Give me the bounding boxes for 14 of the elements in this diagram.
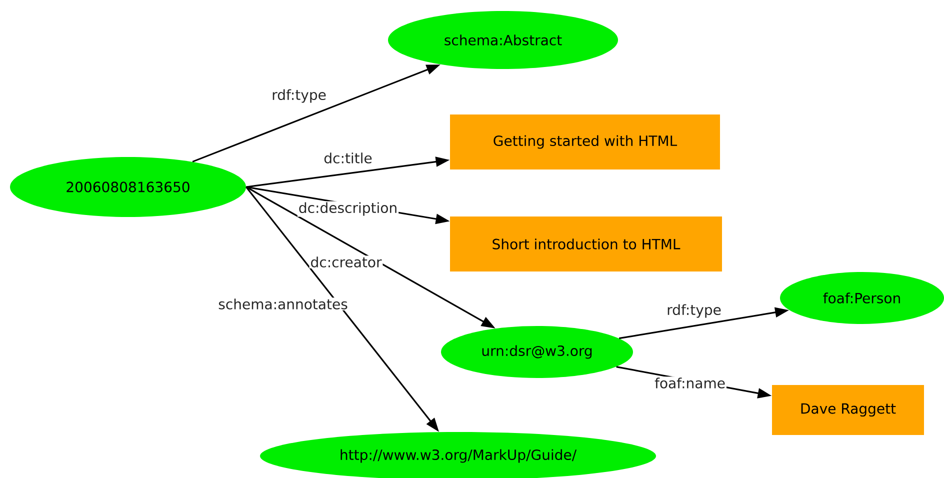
ellipse-node: foaf:Person — [780, 272, 944, 324]
edge-label: dc:creator — [309, 256, 383, 268]
edge-label: rdf:type — [270, 88, 328, 104]
edge-label: foaf:name — [654, 376, 726, 390]
ellipse-node: 20060808163650 — [10, 157, 246, 217]
edge-label: rdf:type — [666, 303, 722, 319]
literal-box: Dave Raggett — [772, 384, 924, 435]
edge-label: dc:title — [322, 152, 374, 164]
ellipse-node: urn:dsr@w3.org — [441, 326, 633, 378]
ellipse-node: schema:Abstract — [388, 11, 618, 69]
literal-box: Getting started with HTML — [450, 114, 720, 170]
literal-box: Short introduction to HTML — [450, 216, 722, 272]
edge-label: dc:description — [297, 201, 399, 217]
edge-label: schema:annotates — [217, 298, 349, 310]
